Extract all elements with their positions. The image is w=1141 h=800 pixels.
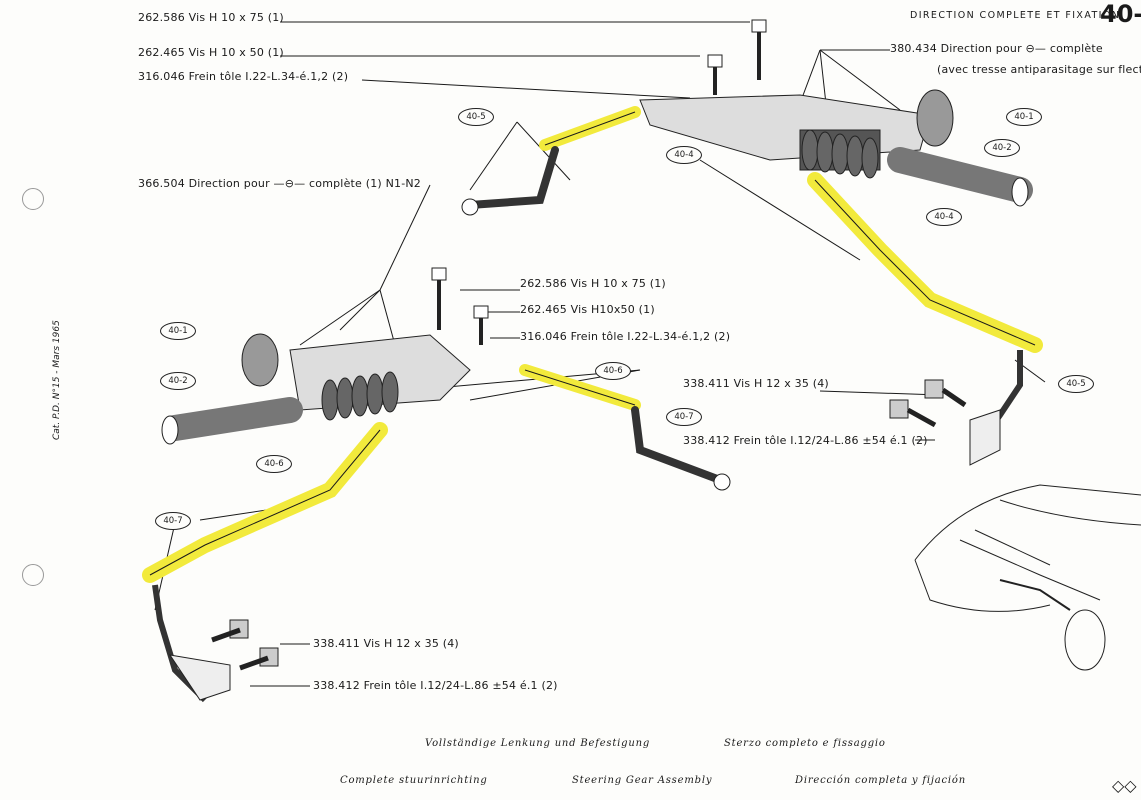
caption-english: Steering Gear Assembly	[572, 775, 713, 786]
callout-text: Vis H10x50 (1)	[570, 303, 655, 316]
car-sketch	[914, 484, 1141, 671]
callout-ref: 316.046	[138, 70, 185, 83]
callout-text: Vis H 10 x 50 (1)	[188, 46, 284, 59]
callout-text: Vis H 12 x 35 (4)	[733, 377, 829, 390]
punch-hole-bottom	[22, 564, 44, 586]
callout-text: Vis H 10 x 75 (1)	[188, 11, 284, 24]
callout-ref: 338.411	[313, 637, 360, 650]
callout-ref: 380.434	[890, 42, 937, 55]
steering-wheel-icon: —⊖—	[273, 177, 306, 190]
caption-italian: Sterzo completo e fissaggio	[724, 738, 886, 749]
callout-mid-2: 262.465 Vis H10x50 (1)	[520, 303, 655, 316]
callout-mid-3: 316.046 Frein tôle I.22-L.34-é.1,2 (2)	[520, 330, 730, 343]
rhd-assembly-label: 380.434 Direction pour ⊖— complète	[890, 42, 1103, 55]
callout-ref: 366.504	[138, 177, 185, 190]
part-bubble: 40-2	[160, 372, 196, 390]
callout-ref: 262.465	[520, 303, 567, 316]
punch-hole-top	[22, 188, 44, 210]
lower-steering-rack	[142, 267, 731, 703]
page-number: 40-	[1100, 0, 1141, 28]
callout-right-2: 338.412 Frein tôle I.12/24-L.86 ±54 é.1 …	[683, 434, 928, 447]
callout-ref: 262.465	[138, 46, 185, 59]
caption-spanish: Dirección completa y fijación	[795, 775, 966, 786]
part-bubble: 40-6	[256, 455, 292, 473]
part-bubble: 40-2	[984, 139, 1020, 157]
caption-german: Vollständige Lenkung und Befestigung	[425, 738, 651, 749]
callout-text: Frein tôle I.12/24-L.86 ±54 é.1 (2)	[733, 434, 928, 447]
caption-dutch: Complete stuurinrichting	[340, 775, 488, 786]
callout-right-1: 338.411 Vis H 12 x 35 (4)	[683, 377, 829, 390]
part-bubble: 40-7	[666, 408, 702, 426]
part-bubble: 40-1	[160, 322, 196, 340]
callout-text: Direction pour	[188, 177, 270, 190]
callout-mid-1: 262.586 Vis H 10 x 75 (1)	[520, 277, 666, 290]
part-bubble: 40-5	[1058, 375, 1094, 393]
callout-top-2: 262.465 Vis H 10 x 50 (1)	[138, 46, 284, 59]
callout-top-1: 262.586 Vis H 10 x 75 (1)	[138, 11, 284, 24]
steering-wheel-icon: ⊖—	[1025, 42, 1047, 55]
page-header-title: DIRECTION COMPLETE ET FIXATION	[910, 10, 1121, 21]
callout-text: Direction pour	[940, 42, 1022, 55]
callout-bottom-2: 338.412 Frein tôle I.12/24-L.86 ±54 é.1 …	[313, 679, 558, 692]
lhd-assembly-label: 366.504 Direction pour —⊖— complète (1) …	[138, 177, 421, 190]
rhd-assembly-note: (avec tresse antiparasitage sur flect	[937, 63, 1141, 76]
part-bubble: 40-4	[926, 208, 962, 226]
part-bubble: 40-6	[595, 362, 631, 380]
part-bubble: 40-7	[155, 512, 191, 530]
upper-steering-rack	[461, 19, 1043, 466]
part-bubble: 40-1	[1006, 108, 1042, 126]
part-bubble: 40-5	[458, 108, 494, 126]
callout-ref: 316.046	[520, 330, 567, 343]
part-bubble: 40-4	[666, 146, 702, 164]
callout-ref: 338.411	[683, 377, 730, 390]
callout-ref: 338.412	[683, 434, 730, 447]
callout-suffix: complète (1) N1-N2	[309, 177, 422, 190]
callout-text: Frein tôle I.12/24-L.86 ±54 é.1 (2)	[363, 679, 558, 692]
callout-text: Frein tôle I.22-L.34-é.1,2 (2)	[570, 330, 731, 343]
callout-text: Vis H 12 x 35 (4)	[363, 637, 459, 650]
callout-suffix: complète	[1049, 42, 1103, 55]
callout-top-3: 316.046 Frein tôle I.22-L.34-é.1,2 (2)	[138, 70, 348, 83]
callout-ref: 262.586	[138, 11, 185, 24]
callout-ref: 262.586	[520, 277, 567, 290]
callout-bottom-1: 338.411 Vis H 12 x 35 (4)	[313, 637, 459, 650]
callout-text: Frein tôle I.22-L.34-é.1,2 (2)	[188, 70, 349, 83]
callout-ref: 338.412	[313, 679, 360, 692]
callout-text: Vis H 10 x 75 (1)	[570, 277, 666, 290]
corner-mark-icon: ◇◇	[1112, 776, 1137, 795]
